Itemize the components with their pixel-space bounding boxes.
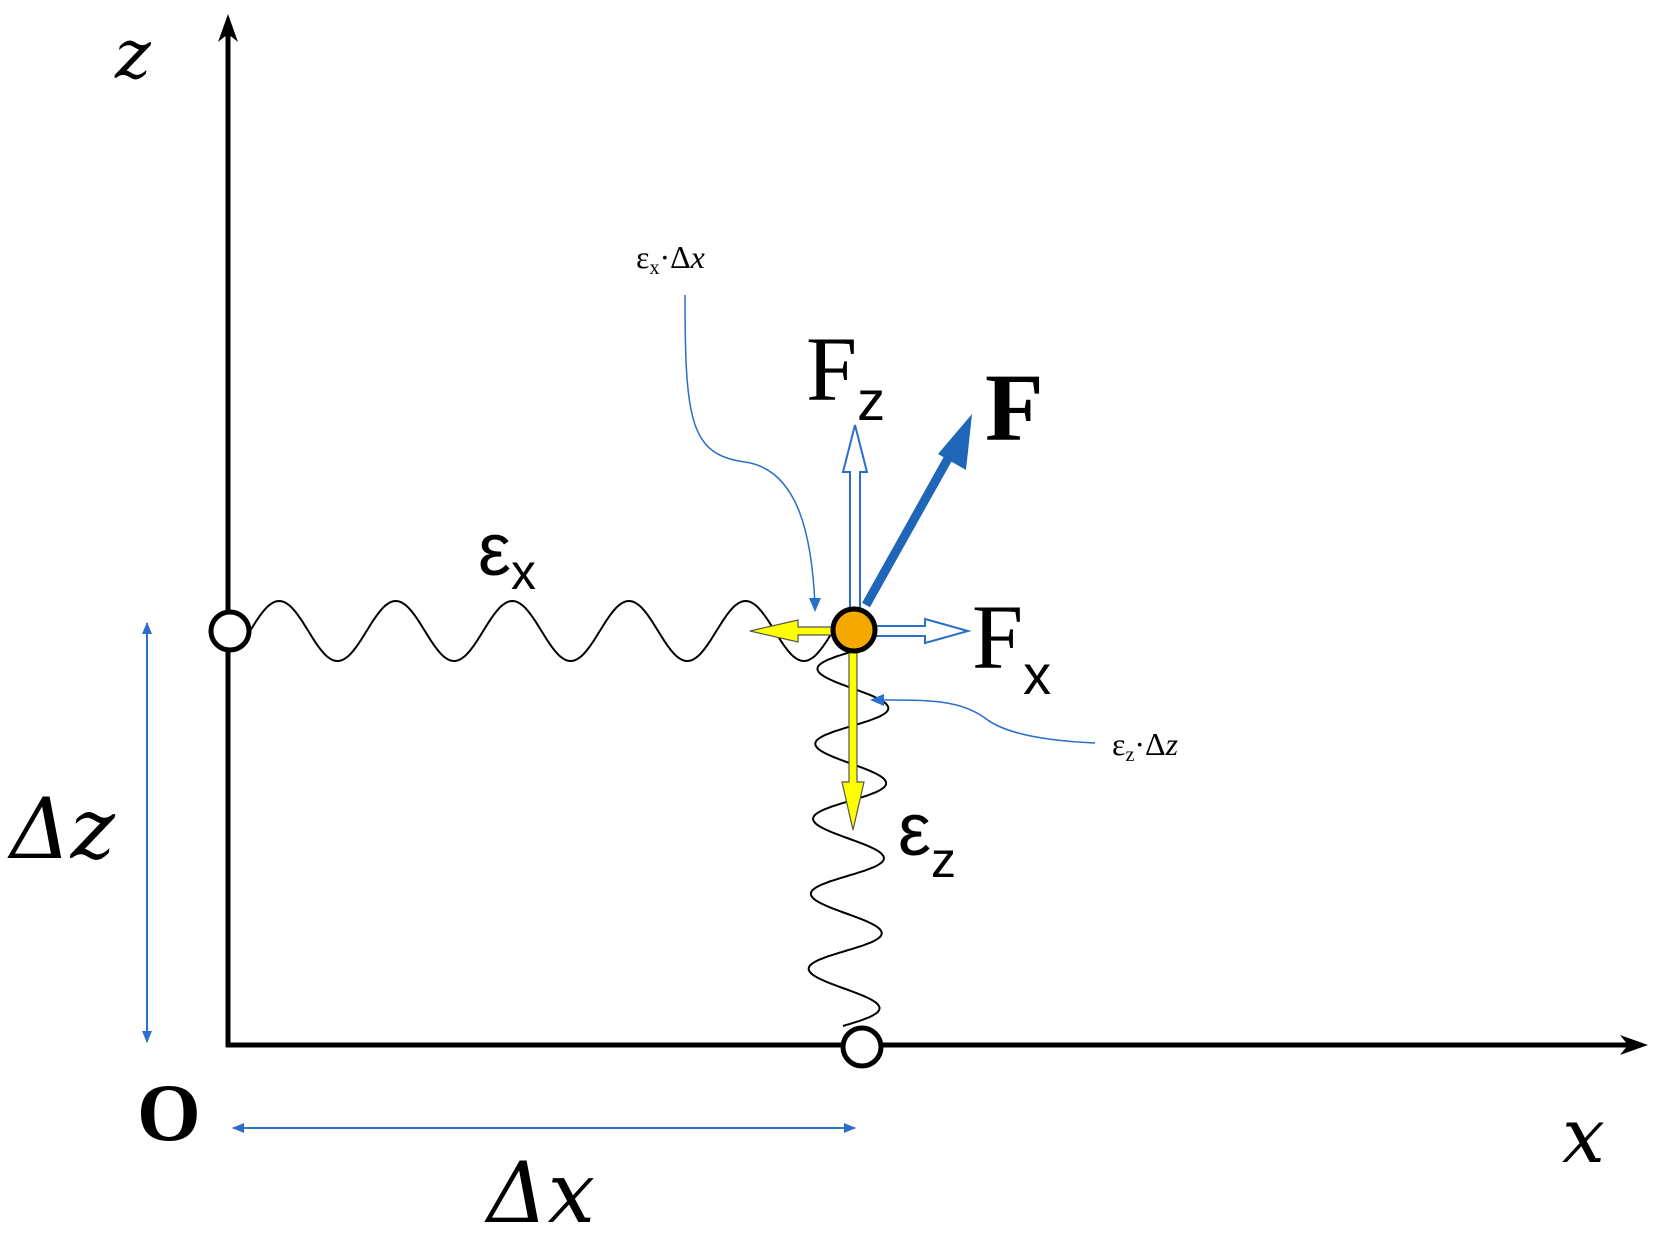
horizontal-spring bbox=[249, 599, 834, 663]
ex-dx-leader-arrowhead bbox=[809, 598, 821, 612]
vertical-spring bbox=[807, 650, 890, 1027]
resultant-force-arrow bbox=[862, 414, 972, 608]
ex-dx-leader-line bbox=[684, 294, 816, 606]
resultant-force-label: F bbox=[985, 354, 1044, 461]
spring-z-label: εz bbox=[898, 788, 956, 888]
left-anchor-node bbox=[208, 609, 252, 653]
bottom-anchor-node bbox=[840, 1025, 884, 1069]
delta-z-label: Δz bbox=[7, 780, 116, 878]
ez-dz-leader-line bbox=[879, 699, 1096, 744]
fz-label: Fz bbox=[806, 318, 885, 432]
fz-force-arrow bbox=[841, 424, 869, 618]
fx-label: Fx bbox=[972, 586, 1051, 706]
ez-dz-leader-arrowhead bbox=[870, 694, 884, 706]
x-axis-arrowhead bbox=[1620, 1035, 1648, 1055]
spring-x-label: εx bbox=[478, 508, 536, 600]
fx-force-arrow bbox=[864, 617, 972, 645]
x-axis bbox=[226, 1035, 1648, 1055]
z-axis-arrowhead bbox=[218, 14, 238, 42]
z-axis bbox=[218, 14, 238, 1047]
mass-node bbox=[830, 606, 878, 654]
ez-dz-annotation: εz·Δz bbox=[1112, 726, 1179, 766]
ez-dz-displacement-arrow bbox=[841, 639, 865, 831]
delta-x-label: Δx bbox=[484, 1144, 595, 1233]
x-axis-label: x bbox=[1562, 1091, 1605, 1180]
origin-label: O bbox=[137, 1067, 201, 1158]
z-axis-label: z bbox=[114, 16, 152, 95]
ex-dx-annotation: εx·Δx bbox=[636, 239, 705, 279]
